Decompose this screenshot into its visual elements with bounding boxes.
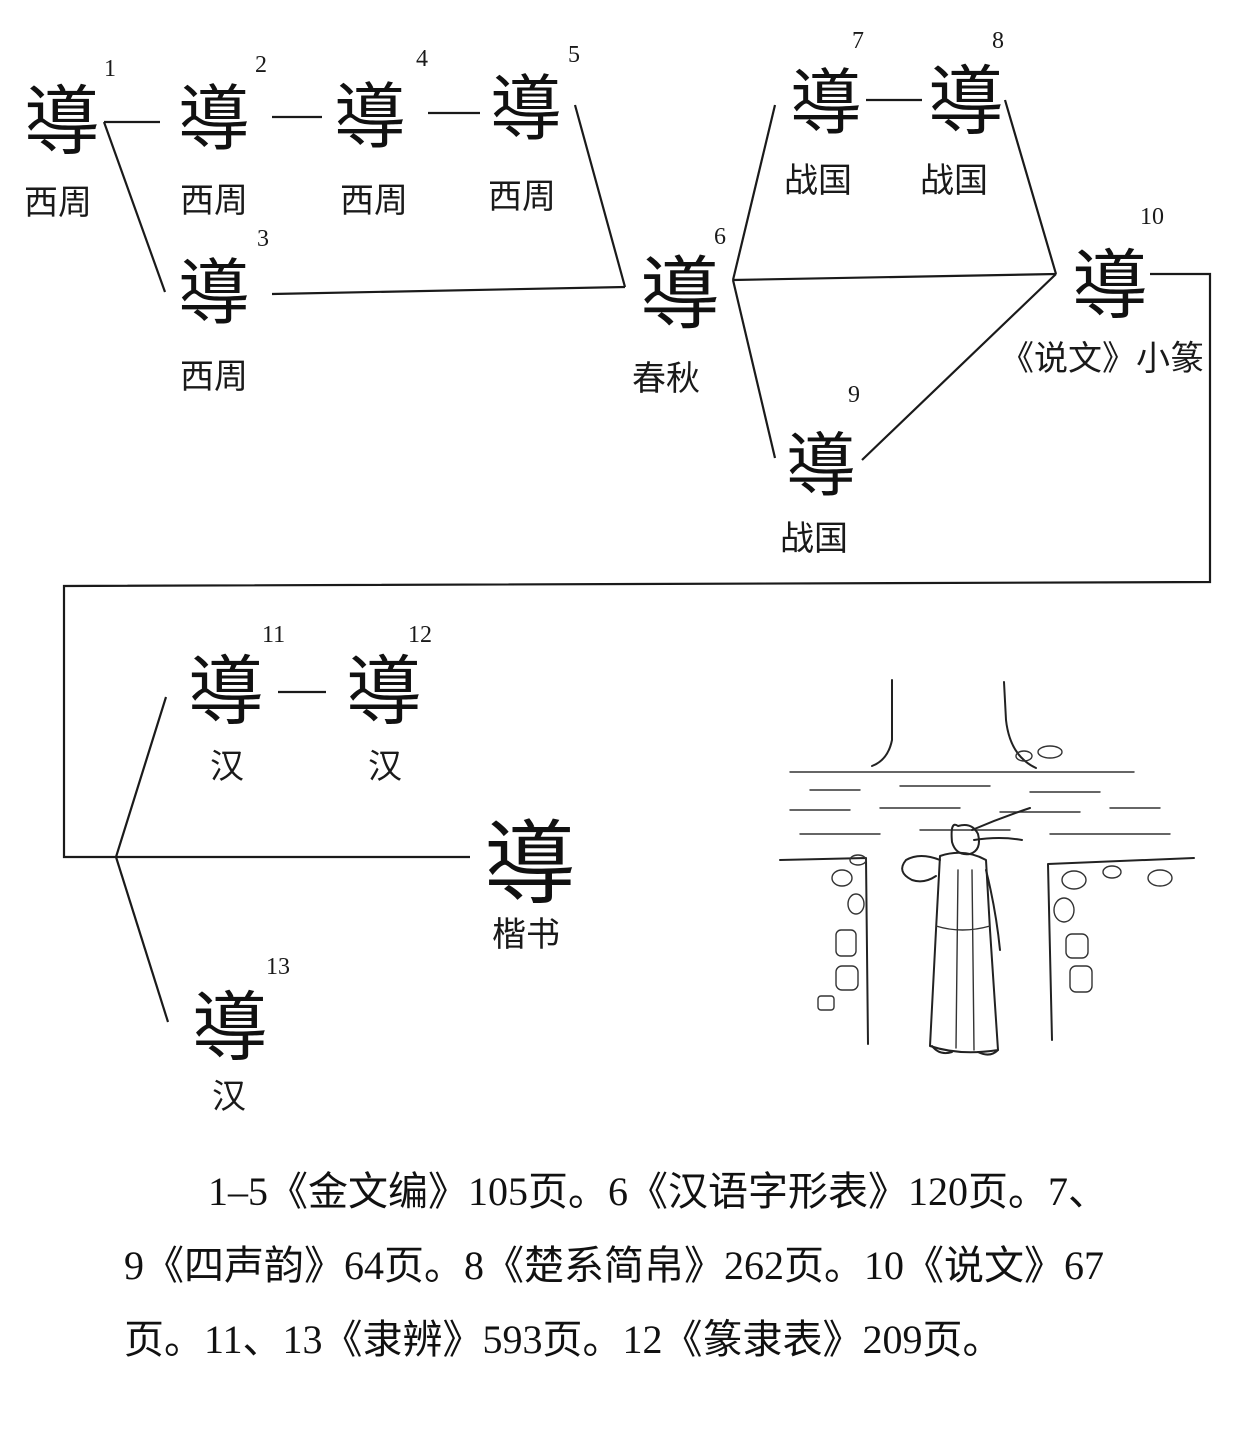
node-number: 3 [257,226,269,252]
era-label: 战国 [920,161,988,201]
character-glyph: 導 [490,67,562,151]
source-caption: 1–5《金文编》105页。6《汉语字形表》120页。7、9《四声韵》64页。8《… [124,1169,1108,1362]
node-number: 2 [255,52,267,78]
era-label: 西周 [488,177,556,217]
node-13: 13 導 汉 [192,954,290,1117]
era-label: 西周 [180,357,248,397]
era-label: 汉 [212,1077,246,1117]
era-label: 战国 [784,161,852,201]
node-number: 7 [852,28,864,54]
node-number: 11 [262,622,285,648]
node-number: 9 [848,382,860,408]
character-glyph: 導 [786,425,856,507]
node-5: 5 導 西周 [488,42,580,217]
node-4: 4 導 西周 [334,46,428,221]
era-label: 战国 [780,519,848,559]
era-label: 西周 [340,181,408,221]
node-number: 13 [266,954,290,980]
node-number: 10 [1140,204,1164,230]
character-glyph: 導 [178,77,250,161]
era-label: 楷书 [492,915,560,955]
character-glyph: 導 [346,647,422,736]
node-3: 3 導 西周 [178,226,269,397]
node-number: 6 [714,224,726,250]
character-glyph: 導 [178,251,250,335]
character-glyph: 導 [928,57,1004,146]
character-glyph: 導 [334,75,406,159]
node-number: 8 [992,28,1004,54]
era-label: 西周 [24,183,92,223]
node-12: 12 導 汉 [346,622,432,787]
era-label: 春秋 [632,359,700,399]
node-2: 2 導 西周 [178,52,267,221]
scholar-illustration [779,679,1195,1056]
character-glyph: 導 [484,811,576,918]
node-11: 11 導 汉 [188,622,285,787]
era-label: 西周 [180,181,248,221]
node-10: 10 導 《说文》小篆 [1000,204,1204,379]
node-regular-script: 導 楷书 [484,811,576,955]
node-number: 12 [408,622,432,648]
node-number: 1 [104,56,116,82]
node-9: 9 導 战国 [780,382,860,559]
node-number: 4 [416,46,428,72]
node-7: 7 導 战国 [784,28,864,201]
character-glyph: 導 [24,77,100,166]
sequence-dashes [272,98,922,694]
node-number: 5 [568,42,580,68]
node-1: 1 導 西周 [24,56,116,223]
character-glyph: 導 [188,647,264,736]
era-label: 汉 [368,747,402,787]
connector-lines [62,99,1212,1023]
character-glyph: 導 [790,61,862,145]
era-label: 《说文》小篆 [1000,339,1204,379]
character-glyph: 導 [192,983,268,1072]
character-glyph: 導 [640,248,720,341]
era-label: 汉 [210,747,244,787]
character-glyph: 導 [1072,241,1148,330]
node-8: 8 導 战国 [920,28,1004,201]
node-6: 6 導 春秋 [632,224,726,399]
